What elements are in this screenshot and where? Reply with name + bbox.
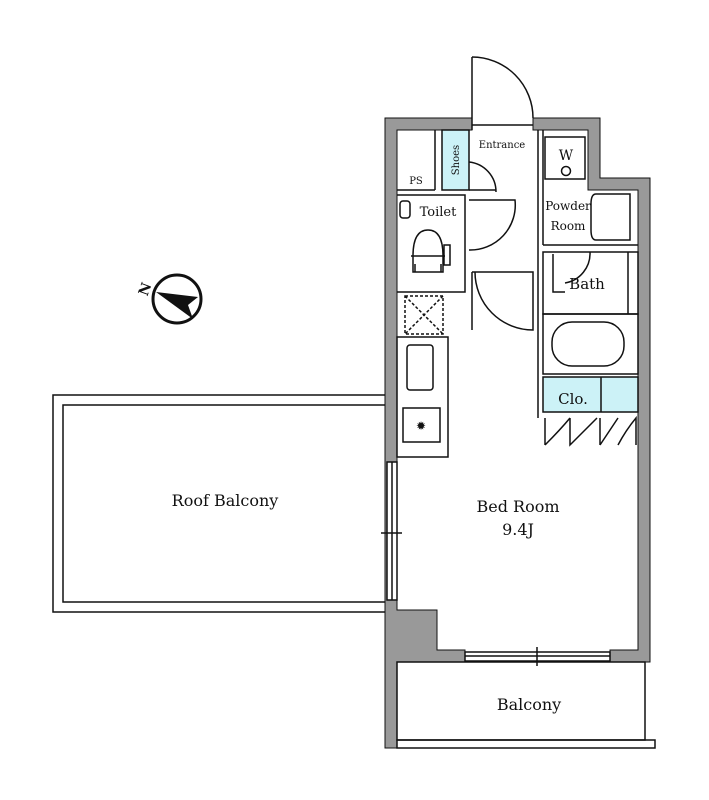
compass-icon — [151, 273, 203, 325]
window-bottom — [464, 647, 611, 666]
interior-walls: ✹ — [396, 129, 639, 458]
window-left — [381, 461, 402, 601]
entrance-door — [471, 56, 534, 130]
closet-storage — [542, 376, 639, 413]
shoes-storage — [441, 129, 470, 191]
balcony — [396, 661, 656, 749]
svg-text:✹: ✹ — [416, 419, 426, 433]
roof-balcony — [52, 394, 388, 613]
